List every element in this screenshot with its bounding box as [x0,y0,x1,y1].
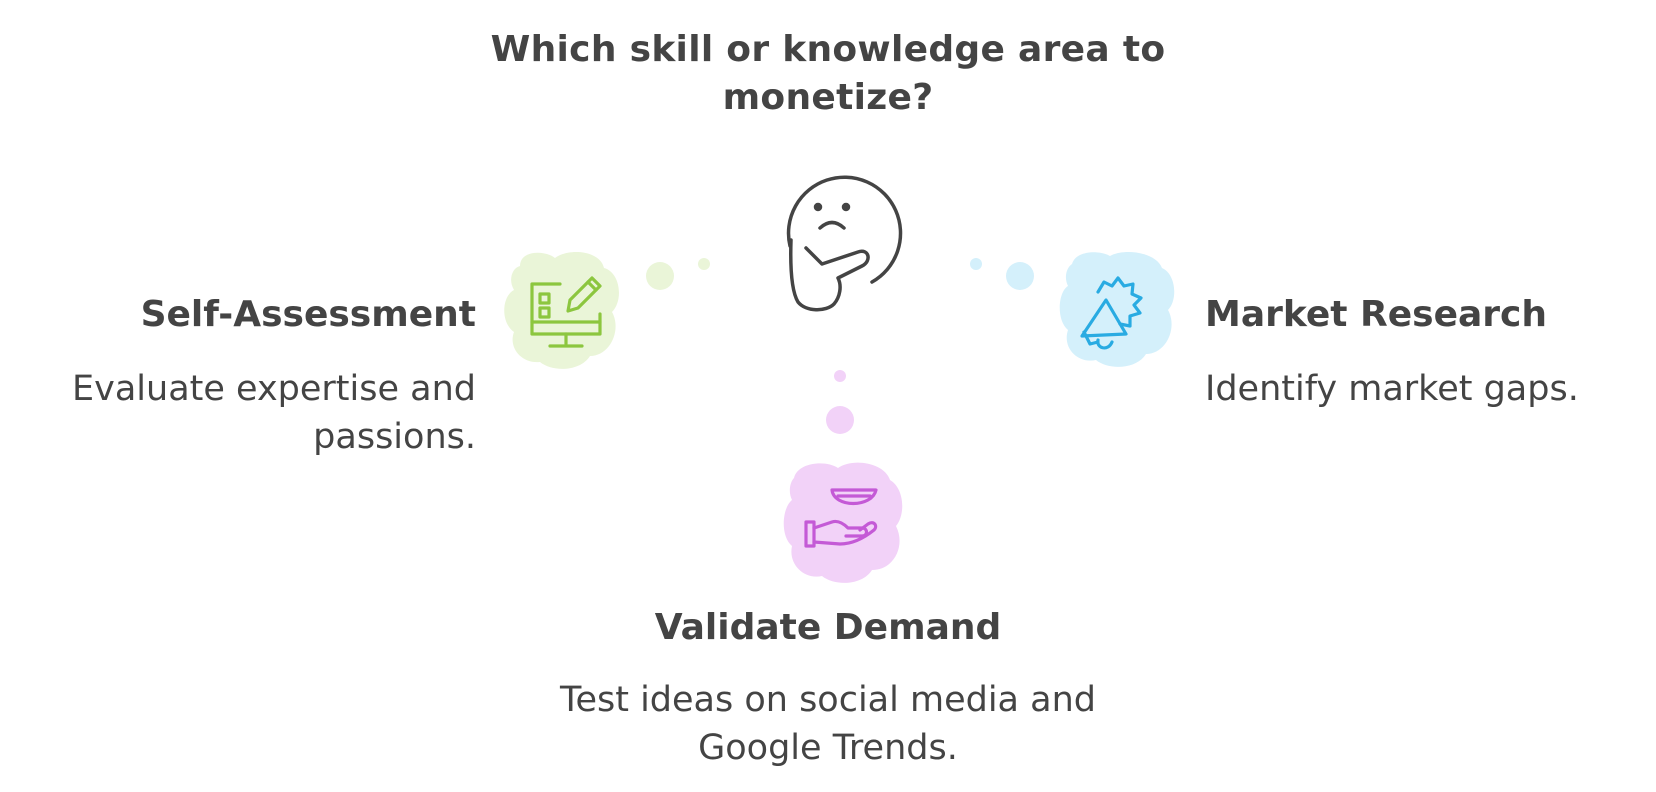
self-assessment-blob [504,252,619,369]
market-research-heading: Market Research [1205,294,1547,335]
self-assessment-description: Evaluate expertise and passions. [72,369,476,457]
self-assessment-heading: Self-Assessment [140,294,476,335]
market-research-description: Identify market gaps. [1205,369,1579,409]
connector-dots-self-assessment [646,258,710,290]
self-assessment-node [504,252,619,369]
market-research-node [1059,252,1175,367]
connector-dots-market-research [970,258,1034,290]
validate-demand-node [783,462,903,583]
market-research-blob [1059,252,1175,367]
connector-dots-validate-demand [826,370,854,434]
thinking-face-icon [786,175,903,312]
hand-bowl-icon [804,488,878,548]
monitor-edit-icon [530,276,602,348]
diagram-title: Which skill or knowledge area to monetiz… [490,29,1166,118]
validate-demand-description: Test ideas on social media and Google Tr… [560,680,1096,768]
validate-demand-heading: Validate Demand [654,607,1002,648]
megaphone-icon [1080,276,1143,350]
